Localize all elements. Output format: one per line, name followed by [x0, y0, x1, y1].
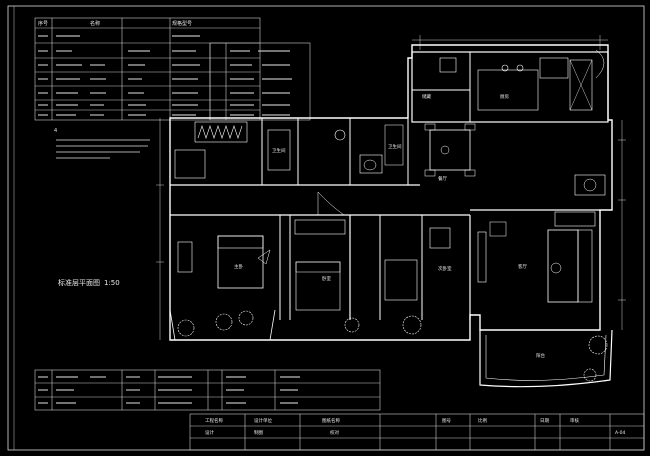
- tb-label-6: 日期: [540, 418, 549, 424]
- room-balcony: 阳台: [536, 352, 545, 359]
- tb-label-3: 图纸名称: [322, 417, 340, 424]
- tb-label-7: 审核: [570, 417, 579, 424]
- legend-header-2: 名称: [90, 20, 100, 27]
- floor-plan: [156, 35, 626, 388]
- notes-text: [56, 139, 150, 159]
- room-bedroom3: 次卧室: [438, 265, 452, 272]
- tb-label-4: 图号: [442, 418, 451, 424]
- drawing-scale: 1:50: [104, 279, 120, 287]
- room-bath2: 卫生间: [388, 143, 402, 150]
- room-bedroom2: 卧室: [322, 275, 331, 282]
- tb-label-10: 校对: [330, 429, 339, 436]
- tb-label-5: 比例: [478, 417, 487, 424]
- room-bath1: 卫生间: [272, 147, 286, 154]
- room-kitchen: 厨房: [500, 93, 509, 100]
- tb-sheet-no: A-04: [615, 430, 625, 436]
- legend-header-1: 序号: [38, 20, 48, 27]
- title-block: [189, 413, 645, 451]
- drawing-title: 标准层平面图: [58, 278, 100, 287]
- legend-table-top: [34, 17, 311, 121]
- bedroom2-bed: [295, 261, 341, 311]
- room-dining: 餐厅: [438, 175, 447, 182]
- tb-label-8: 设计: [205, 429, 214, 436]
- tb-label-9: 制图: [254, 429, 263, 436]
- master-bed: [217, 235, 264, 289]
- outer-wall: [169, 44, 613, 341]
- bay-window: [169, 309, 276, 341]
- room-storage: 储藏: [422, 93, 431, 100]
- tb-label-1: 工程名称: [205, 417, 223, 424]
- dining-table: [429, 129, 471, 171]
- sheet-border: [7, 5, 645, 451]
- room-master-bedroom: 主卧: [234, 263, 243, 270]
- legend-table-bottom: [34, 369, 381, 411]
- notes-label: 4: [54, 128, 57, 134]
- legend-top-entries: [38, 35, 292, 116]
- room-living: 客厅: [518, 263, 527, 270]
- kitchen-walls: [411, 51, 609, 123]
- balcony-wall: [479, 329, 613, 388]
- legend-header-3: 规格型号: [172, 20, 192, 27]
- sofa: [547, 229, 579, 303]
- legend-bottom-entries: [38, 376, 300, 404]
- tb-label-2: 设计单位: [254, 417, 272, 424]
